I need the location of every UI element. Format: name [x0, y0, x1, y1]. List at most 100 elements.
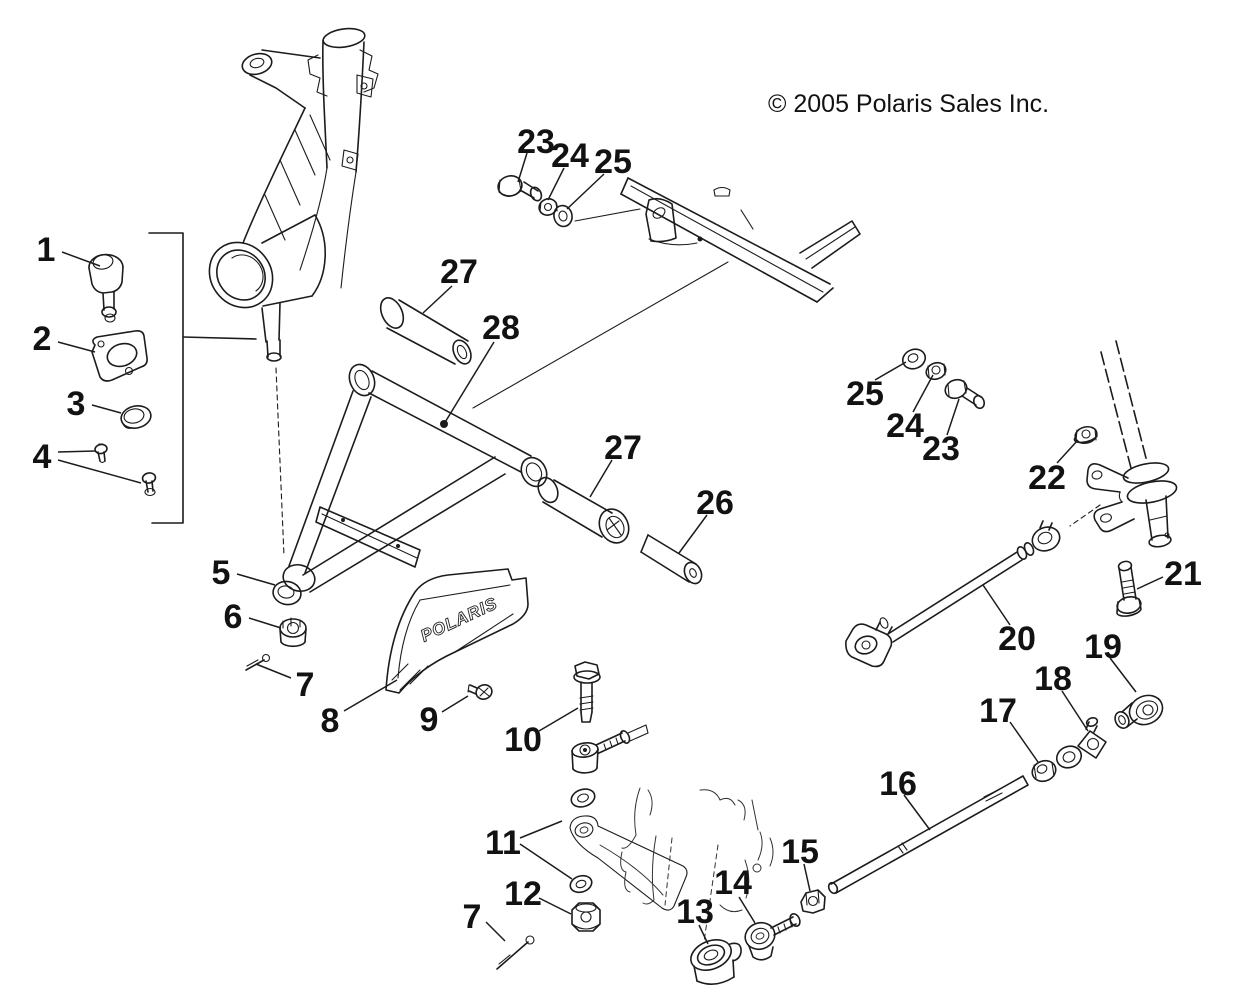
- callout-leader-1: [61, 251, 101, 267]
- callout-label-14: 14: [714, 864, 752, 902]
- callout-leader-17: [1009, 721, 1039, 763]
- socket-end-19: [1114, 694, 1164, 729]
- steering-knuckle: [208, 27, 379, 557]
- callout-label-6: 6: [224, 598, 243, 636]
- callout-leader-11: [519, 820, 563, 839]
- callout-label-8: 8: [321, 702, 340, 740]
- callout-leader-26: [678, 514, 708, 554]
- callout-label-3: 3: [67, 385, 86, 423]
- a-arm-plate: [315, 506, 421, 568]
- copyright-notice: © 2005 Polaris Sales Inc.: [768, 90, 1049, 118]
- hardware-bracket-group: [88, 232, 257, 524]
- callout-leader-24: [912, 374, 934, 413]
- alignment-line-aarm: [472, 261, 729, 409]
- callout-leader-15: [803, 863, 811, 892]
- callout-label-9: 9: [420, 701, 439, 739]
- callout-leader-10: [538, 707, 579, 732]
- callout-label-20: 20: [998, 620, 1036, 658]
- steering-arm: [569, 815, 688, 911]
- callout-leader-18: [1061, 690, 1089, 732]
- castle-nut-6: [279, 617, 307, 648]
- bushing-tube-27-right: [537, 476, 630, 544]
- callout-leader-27: [422, 285, 453, 314]
- callout-leader-22: [1056, 439, 1079, 464]
- callout-leader-dot-28: [440, 420, 448, 428]
- rail-plug: [713, 186, 731, 197]
- bolt-21: [1116, 560, 1142, 617]
- callout-leader-23: [517, 152, 528, 183]
- steering-column: [1086, 340, 1178, 548]
- callout-leader-9: [441, 695, 469, 713]
- callout-label-23: 23: [517, 123, 555, 161]
- callout-label-27: 27: [604, 429, 642, 467]
- a-arm-apex: [282, 563, 316, 593]
- callout-leader-28: [443, 341, 495, 425]
- bushing-tube-27-upper: [379, 297, 472, 365]
- guard-logo-text: POLARIS: [418, 594, 501, 646]
- drag-link-20: [845, 504, 1101, 668]
- callout-leader-11: [519, 843, 573, 880]
- screws-4: [94, 443, 157, 497]
- nut-24-top: [538, 198, 558, 216]
- ghost-knuckle-outline: [620, 787, 774, 943]
- guard-8: POLARIS: [385, 568, 529, 694]
- callout-label-23: 23: [922, 430, 960, 468]
- nut-15: [800, 889, 826, 914]
- bolt-23-top: [497, 175, 543, 202]
- callout-leader-3: [91, 404, 122, 414]
- callout-leader-27: [589, 459, 613, 498]
- callout-label-25: 25: [594, 143, 632, 181]
- callout-label-7: 7: [463, 898, 482, 936]
- callout-label-22: 22: [1028, 459, 1066, 497]
- a-arm-28: [282, 363, 548, 593]
- callout-label-26: 26: [696, 484, 734, 522]
- callout-label-17: 17: [979, 692, 1017, 730]
- callout-leader-16: [903, 794, 931, 831]
- callout-leader-25: [874, 361, 907, 381]
- callout-label-13: 13: [676, 893, 714, 931]
- callout-leader-14: [738, 896, 756, 924]
- frame-rail: [472, 177, 861, 409]
- tie-rod-end-14: [744, 913, 801, 961]
- nut-17: [1031, 759, 1057, 783]
- callout-label-24: 24: [886, 407, 924, 445]
- callout-label-19: 19: [1084, 628, 1122, 666]
- callout-label-11: 11: [485, 824, 521, 862]
- seal-5: [272, 580, 302, 606]
- rod-end-18: [1055, 716, 1107, 769]
- callout-label-7: 7: [296, 666, 315, 704]
- pitman-arm: [1086, 463, 1135, 533]
- callout-label-10: 10: [504, 721, 542, 759]
- cotter-pin-7-lower: [496, 935, 535, 970]
- callout-leader-25: [566, 173, 605, 210]
- bushing-13: [690, 939, 742, 985]
- washer-25-right: [901, 348, 927, 370]
- nut-24-right: [925, 361, 947, 381]
- callout-label-16: 16: [879, 765, 917, 803]
- callout-leader-6: [248, 617, 282, 629]
- alignment-line-bolt: [574, 208, 641, 222]
- callout-label-25: 25: [846, 375, 884, 413]
- cotter-pin-7-upper: [245, 653, 271, 671]
- spacer-26: [640, 534, 703, 585]
- rail-bracket: [645, 197, 703, 246]
- nut-12: [571, 902, 601, 932]
- callout-label-28: 28: [482, 309, 520, 347]
- bolt-10: [573, 661, 601, 723]
- washer-25-top: [553, 204, 573, 228]
- callout-leader-2: [57, 341, 96, 353]
- tie-rod-16: [827, 775, 1029, 895]
- callout-leader-8: [343, 679, 398, 712]
- callout-leader-19: [1109, 657, 1137, 693]
- wear-plate-2: [91, 330, 148, 382]
- callout-leader-12: [538, 897, 572, 915]
- callout-leader-4: [57, 459, 142, 484]
- callout-leader-23: [946, 398, 960, 436]
- callout-label-4: 4: [33, 438, 52, 476]
- callout-label-1: 1: [37, 231, 56, 269]
- callout-label-27: 27: [440, 253, 478, 291]
- ball-joint-1: [88, 253, 124, 323]
